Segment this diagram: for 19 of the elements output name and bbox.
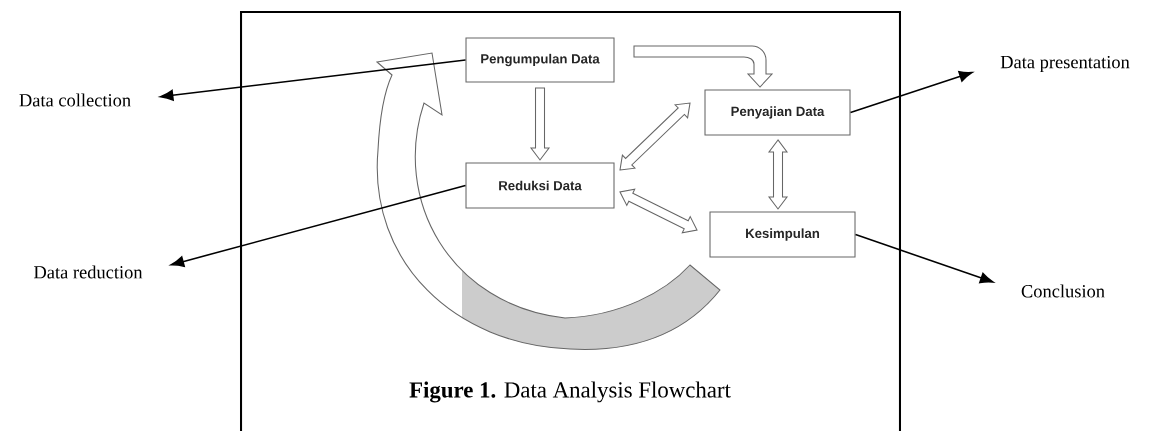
- leader-arrow: [159, 59, 467, 101]
- figure-caption: Figure 1. Data Analysis Flowchart: [409, 381, 731, 403]
- leader-arrow: [170, 184, 467, 268]
- leader-arrow: [849, 71, 973, 114]
- process-box: Pengumpulan Data: [465, 37, 615, 83]
- annotation-label: Data presentation: [1000, 55, 1130, 73]
- process-box: Reduksi Data: [465, 162, 615, 209]
- curved-arrow: [376, 52, 721, 350]
- process-box: Penyajian Data: [704, 89, 851, 136]
- block-arrow: [619, 102, 691, 171]
- annotation-label: Data collection: [19, 93, 131, 107]
- process-box: Kesimpulan: [709, 211, 856, 258]
- block-arrow: [619, 188, 698, 234]
- block-arrow: [633, 45, 773, 88]
- annotation-label: Conclusion: [1021, 284, 1105, 298]
- block-arrow: [529, 87, 551, 161]
- leader-arrow: [854, 233, 994, 284]
- annotation-label: Data reduction: [34, 265, 143, 279]
- block-arrow: [767, 139, 789, 210]
